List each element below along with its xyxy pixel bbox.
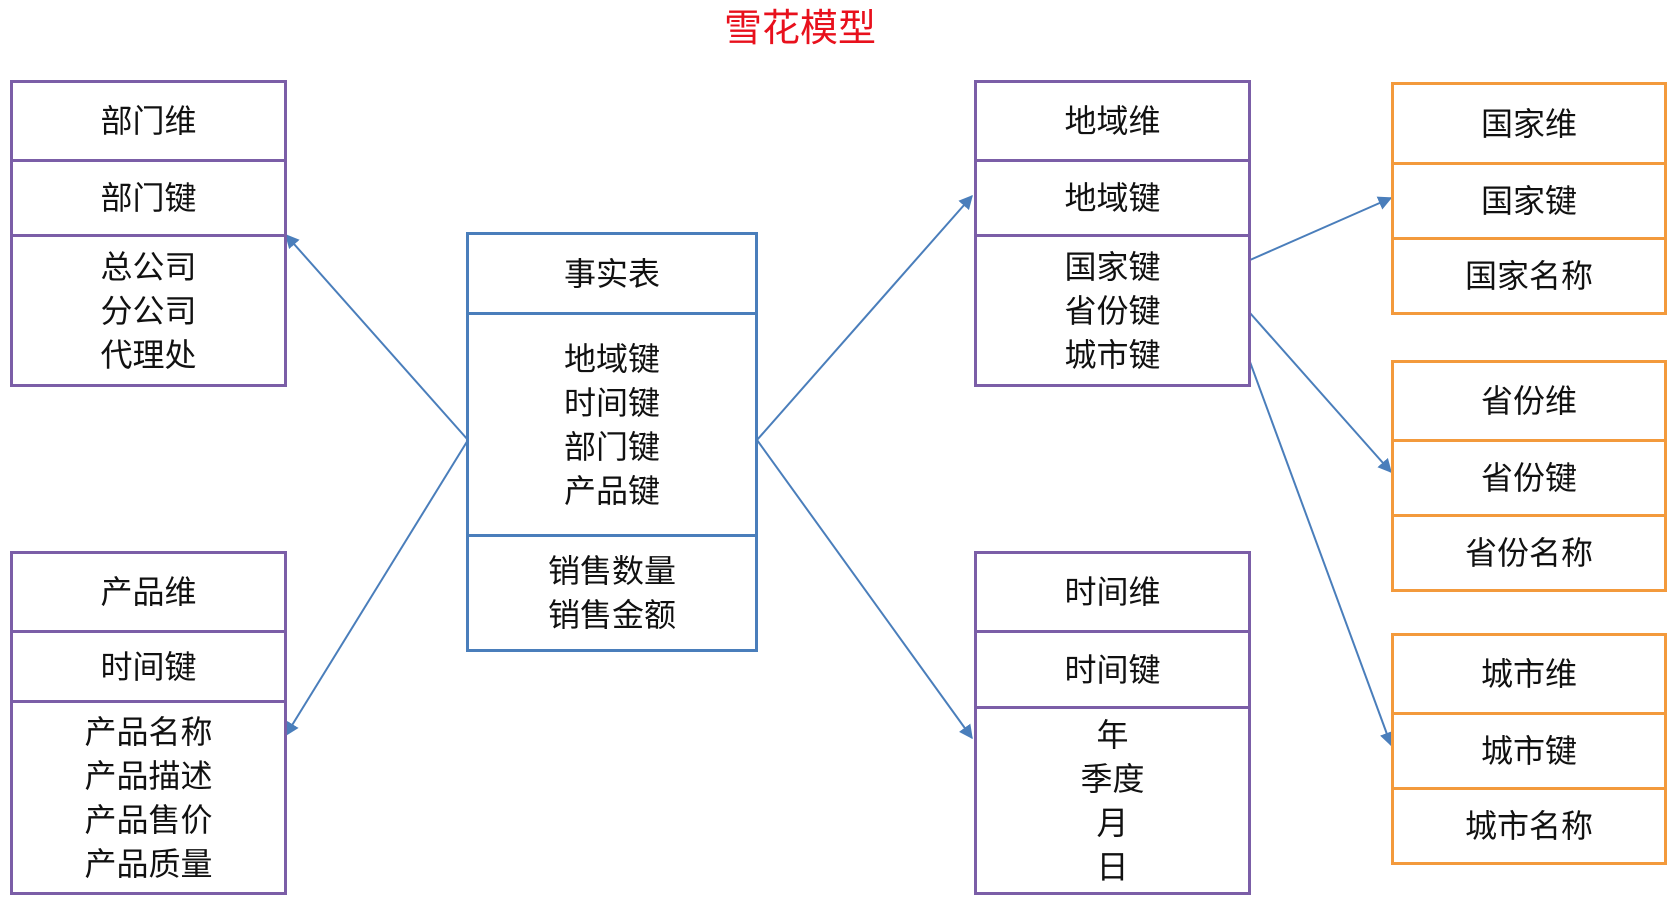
fact-key: 时间键 xyxy=(563,383,660,422)
product-key: 时间键 xyxy=(13,630,284,700)
time-key: 时间键 xyxy=(977,630,1248,706)
fact-key: 部门键 xyxy=(563,427,660,466)
region-field: 国家键 xyxy=(1064,247,1161,286)
time-field: 季度 xyxy=(1080,759,1145,798)
product-field: 产品描述 xyxy=(84,756,213,795)
arrow-region-to-city xyxy=(1249,361,1394,747)
country-fields: 国家名称 xyxy=(1394,237,1664,312)
fact-measure: 销售金额 xyxy=(547,596,676,634)
dept-field: 总公司 xyxy=(100,247,197,286)
dept-dimension-table: 部门维 部门键 总公司 分公司 代理处 xyxy=(10,80,287,387)
dept-field: 分公司 xyxy=(100,291,197,330)
fact-keys: 地域键 时间键 部门键 产品键 xyxy=(469,312,755,534)
dept-header: 部门维 xyxy=(100,102,197,140)
province-field: 省份名称 xyxy=(1464,534,1593,572)
city-field: 城市名称 xyxy=(1464,807,1593,845)
time-fields: 年 季度 月 日 xyxy=(977,706,1248,892)
country-field: 国家名称 xyxy=(1464,257,1593,295)
fact-measures: 销售数量 销售金额 xyxy=(469,534,755,649)
arrow-region-to-province xyxy=(1249,312,1392,474)
province-header: 省份维 xyxy=(1480,382,1577,420)
province-dimension-table: 省份维 省份键 省份名称 xyxy=(1391,360,1667,592)
diagram-title: 雪花模型 xyxy=(723,6,876,50)
time-field: 日 xyxy=(1096,847,1129,886)
fact-measure: 销售数量 xyxy=(547,552,676,590)
city-header: 城市维 xyxy=(1480,655,1577,693)
region-key: 地域键 xyxy=(977,159,1248,234)
time-field: 月 xyxy=(1096,803,1129,842)
region-dimension-table: 地域维 地域键 国家键 省份键 城市键 xyxy=(974,80,1251,387)
dept-fields: 总公司 分公司 代理处 xyxy=(13,234,284,384)
region-fields: 国家键 省份键 城市键 xyxy=(977,234,1248,384)
product-header: 产品维 xyxy=(100,573,197,611)
country-dimension-table: 国家维 国家键 国家名称 xyxy=(1391,82,1667,315)
region-field: 省份键 xyxy=(1064,291,1161,330)
arrow-region-to-country xyxy=(1249,196,1393,261)
time-field: 年 xyxy=(1096,715,1129,754)
dept-field: 代理处 xyxy=(100,335,197,374)
region-header: 地域维 xyxy=(1064,102,1161,140)
dept-key: 部门键 xyxy=(13,159,284,234)
arrow-fact-to-product xyxy=(285,439,469,737)
arrow-fact-to-dept xyxy=(285,233,469,441)
fact-table: 事实表 地域键 时间键 部门键 产品键 销售数量 销售金额 xyxy=(466,232,758,652)
product-fields: 产品名称 产品描述 产品售价 产品质量 xyxy=(13,700,284,892)
province-fields: 省份名称 xyxy=(1394,514,1664,589)
time-dimension-table: 时间维 时间键 年 季度 月 日 xyxy=(974,551,1251,895)
country-header: 国家维 xyxy=(1480,104,1577,143)
fact-key: 产品键 xyxy=(563,471,660,510)
country-key: 国家键 xyxy=(1394,162,1664,237)
city-dimension-table: 城市维 城市键 城市名称 xyxy=(1391,633,1667,865)
product-field: 产品名称 xyxy=(84,712,213,751)
fact-header: 事实表 xyxy=(563,254,660,293)
region-field: 城市键 xyxy=(1064,335,1161,374)
time-header: 时间维 xyxy=(1064,573,1161,611)
city-key: 城市键 xyxy=(1394,712,1664,787)
product-dimension-table: 产品维 时间键 产品名称 产品描述 产品售价 产品质量 xyxy=(10,551,287,895)
fact-key: 地域键 xyxy=(563,339,660,378)
product-field: 产品售价 xyxy=(84,800,213,839)
province-key: 省份键 xyxy=(1394,439,1664,514)
arrow-fact-to-time xyxy=(756,439,973,740)
arrow-fact-to-region xyxy=(756,194,973,441)
city-fields: 城市名称 xyxy=(1394,787,1664,862)
product-field: 产品质量 xyxy=(84,844,213,883)
